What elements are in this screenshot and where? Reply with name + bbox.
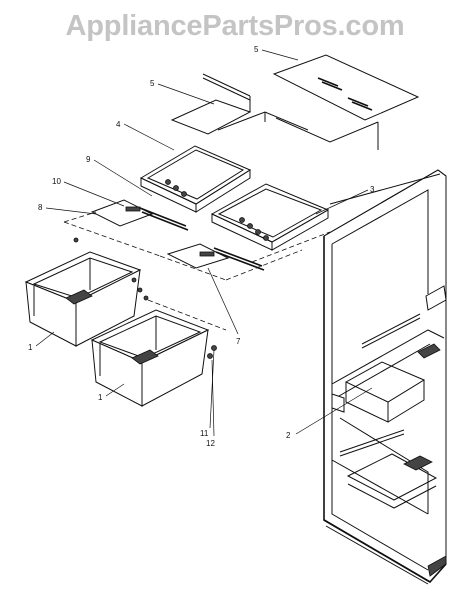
callout-5-top: 5 — [254, 45, 259, 54]
crisper-cover-frame-left — [139, 145, 252, 213]
callout-5-left: 5 — [150, 79, 155, 88]
screws — [73, 237, 217, 359]
callout-1-right: 1 — [98, 393, 103, 402]
callout-labels: 5 5 4 9 10 8 3 7 1 1 11 12 2 — [28, 45, 375, 448]
drawer-slides — [90, 199, 265, 271]
upper-shelf-outline — [217, 111, 379, 150]
refrigerator-cabinet — [323, 169, 447, 585]
callout-11: 11 — [200, 429, 209, 438]
glass-shelf-top — [272, 54, 420, 121]
callout-3: 3 — [370, 185, 375, 194]
leader-lines — [35, 49, 373, 437]
crisper-cover-frame-right — [210, 183, 330, 251]
callout-12: 12 — [206, 439, 215, 448]
callout-7: 7 — [236, 337, 241, 346]
crisper-drawer-left — [24, 251, 142, 347]
callout-9: 9 — [86, 155, 91, 164]
callout-2: 2 — [286, 431, 291, 440]
callout-4: 4 — [116, 120, 121, 129]
watermark-logo: AppliancePartsPros.com — [65, 10, 405, 42]
callout-8: 8 — [38, 203, 43, 212]
glass-insert-left — [170, 73, 252, 135]
callout-1-left: 1 — [28, 343, 33, 352]
callout-10: 10 — [52, 177, 61, 186]
crisper-drawer-right — [90, 309, 210, 407]
